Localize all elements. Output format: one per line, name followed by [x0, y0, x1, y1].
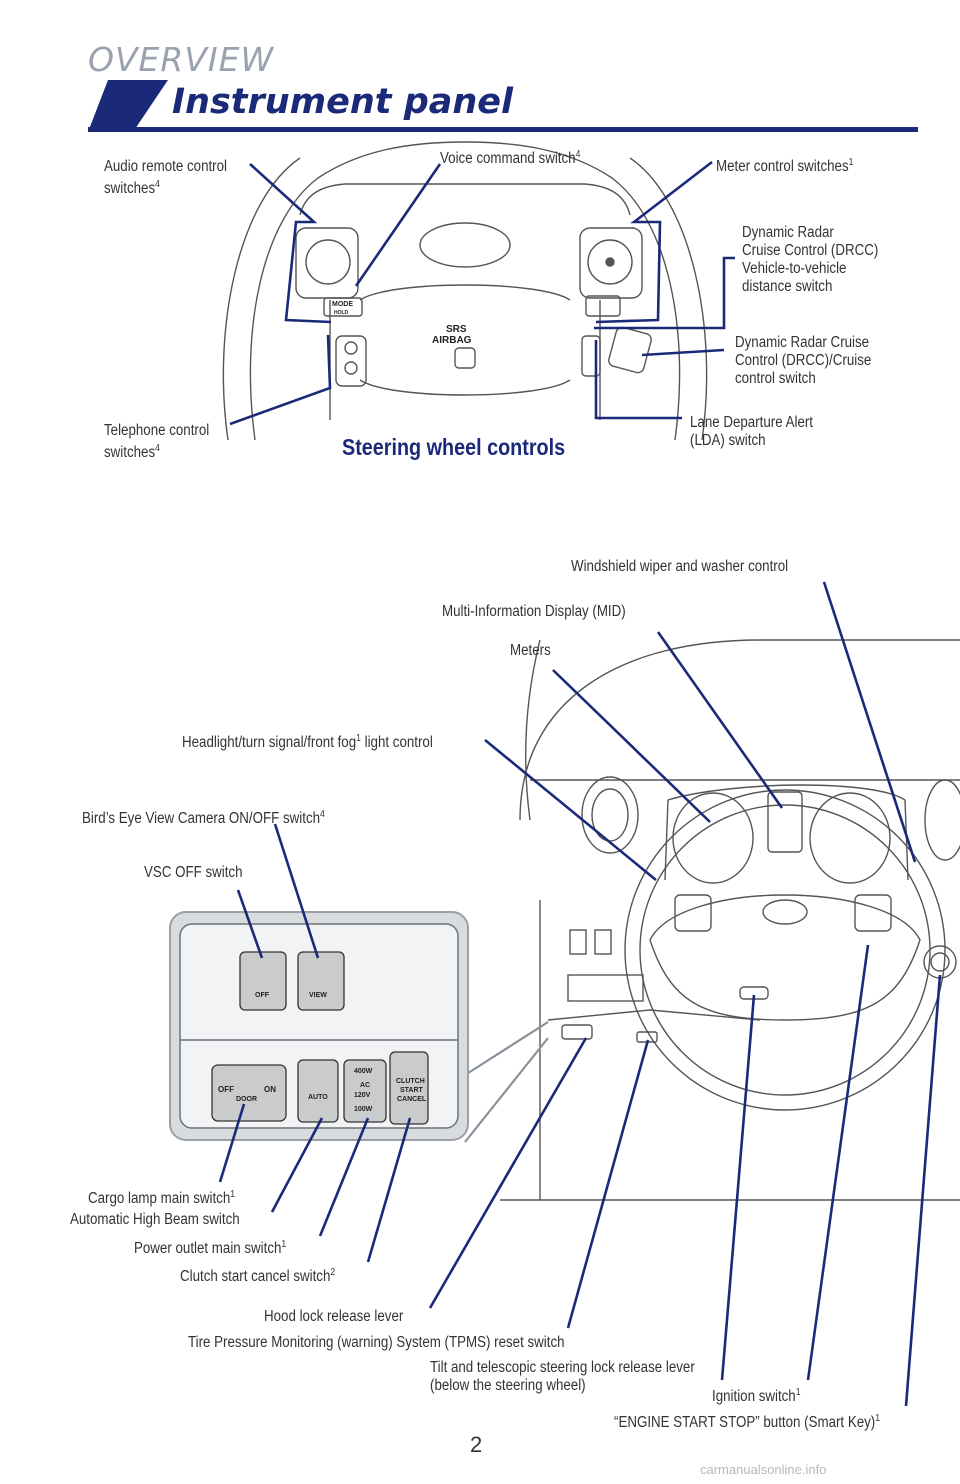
power-outlet-ac: AC	[360, 1082, 371, 1089]
title-band	[88, 80, 918, 132]
mid-label: Multi-Information Display (MID)	[442, 603, 626, 620]
page-title: Instrument panel	[172, 82, 514, 122]
vsc-off-label: VSC OFF switch	[144, 864, 243, 881]
auto-high-beam-button[interactable]: AUTO	[308, 1094, 328, 1101]
clutch-label-1: CLUTCH	[396, 1078, 425, 1085]
view-button[interactable]: VIEW	[309, 992, 327, 999]
vsc-off-button[interactable]: OFF	[255, 992, 269, 999]
steering-wheel-subtitle: Steering wheel controls	[342, 434, 566, 460]
headlight-label: Headlight/turn signal/front fog1 light c…	[182, 733, 433, 752]
watermark: carmanualsonline.info	[700, 1462, 827, 1477]
hood-lock-label: Hood lock release lever	[264, 1308, 404, 1325]
power-outlet-label: Power outlet main switch1	[134, 1239, 287, 1258]
tpms-reset-label: Tire Pressure Monitoring (warning) Syste…	[188, 1334, 565, 1351]
lda-label: Lane Departure Alert(LDA) switch	[690, 414, 814, 449]
auto-high-beam-label: Automatic High Beam switch	[70, 1211, 240, 1228]
clutch-start-cancel-button[interactable]: CANCEL	[397, 1096, 427, 1103]
ignition-switch-label: Ignition switch1	[712, 1387, 801, 1406]
voice-command-label: Voice command switch4	[440, 149, 581, 168]
section-heading: OVERVIEW	[88, 40, 275, 79]
mode-button[interactable]: MODE	[332, 301, 353, 308]
power-outlet-400w: 400W	[354, 1068, 373, 1075]
airbag-top-label: SRS	[446, 324, 467, 335]
door-off-label: OFF	[218, 1085, 234, 1094]
power-outlet-100w[interactable]: 100W	[354, 1106, 373, 1113]
clutch-start-label: Clutch start cancel switch2	[180, 1267, 336, 1286]
birds-eye-view-label: Bird’s Eye View Camera ON/OFF switch4	[82, 809, 325, 828]
cargo-lamp-label: Cargo lamp main switch1	[88, 1189, 236, 1208]
meters-label: Meters	[510, 642, 551, 659]
hold-label: HOLD	[334, 310, 349, 316]
door-on-label: ON	[264, 1085, 276, 1094]
airbag-bottom-label: AIRBAG	[432, 335, 472, 346]
meter-control-label: Meter control switches1	[716, 157, 854, 176]
power-outlet-120v: 120V	[354, 1092, 371, 1099]
door-button[interactable]: DOOR	[236, 1096, 257, 1103]
page-number: 2	[470, 1432, 483, 1457]
tilt-telescopic-label: Tilt and telescopic steering lock releas…	[430, 1359, 695, 1394]
clutch-label-2: START	[400, 1087, 423, 1094]
engine-start-stop-label: “ENGINE START STOP” button (Smart Key)1	[614, 1413, 881, 1432]
wiper-label: Windshield wiper and washer control	[571, 558, 789, 575]
